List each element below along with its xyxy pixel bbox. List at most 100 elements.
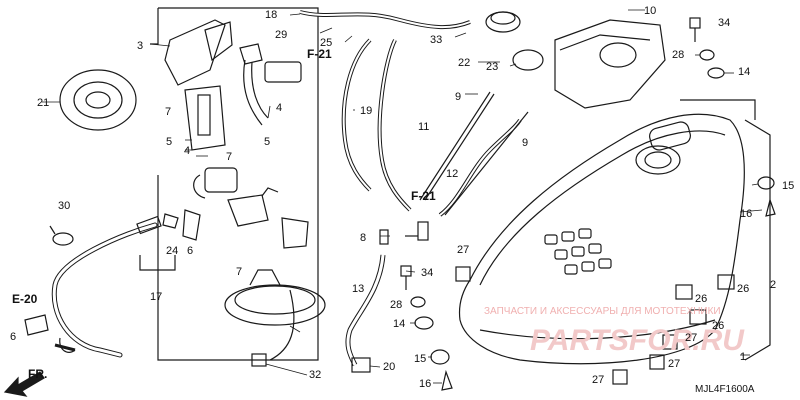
callout-33: 33 — [430, 34, 442, 46]
callout-34a: 34 — [718, 17, 730, 29]
damper-15-right — [757, 176, 775, 190]
hose-13 — [345, 254, 386, 367]
bracket-1 — [680, 99, 756, 120]
callout-7b: 7 — [226, 151, 232, 163]
callout-9a: 9 — [455, 91, 461, 103]
callout-28a: 28 — [672, 49, 684, 61]
callout-9b: 9 — [522, 137, 528, 149]
fuel-pump-body — [184, 85, 226, 151]
grommet-14-top — [707, 67, 725, 79]
callout-27b: 27 — [685, 332, 697, 344]
callout-1: 1 — [740, 351, 746, 363]
callout-20: 20 — [383, 361, 395, 373]
callout-24: 24 — [166, 245, 178, 257]
callout-6a: 6 — [187, 245, 193, 257]
callout-15a: 15 — [782, 180, 794, 192]
fuel-feed-hose — [51, 215, 162, 358]
tank-cover-10 — [554, 19, 666, 109]
callout-4a: 4 — [276, 102, 282, 114]
callout-15b: 15 — [414, 353, 426, 365]
callout-16a: 16 — [740, 208, 752, 220]
callout-22: 22 — [458, 57, 470, 69]
grommet-14-mid — [414, 316, 434, 330]
ref-f21-top: F-21 — [307, 47, 332, 61]
callout-19: 19 — [360, 105, 372, 117]
breather-hose-19 — [341, 38, 372, 192]
watermark-logo: PARTSFOR.RU — [530, 324, 745, 357]
pad-26c — [689, 309, 707, 325]
watermark-line1: ЗАПЧАСТИ И АКСЕССУАРЫ ДЛЯ МОТОТЕХНИКИ — [484, 306, 721, 317]
pump-base-plate — [224, 269, 326, 361]
callout-34b: 34 — [421, 267, 433, 279]
ref-fr: FR. — [28, 367, 47, 381]
callout-27a: 27 — [457, 244, 469, 256]
callout-5a: 5 — [166, 136, 172, 148]
callout-3: 3 — [137, 40, 143, 52]
bracket-2 — [744, 119, 771, 361]
callout-16b: 16 — [419, 378, 431, 390]
pump-bracket — [164, 19, 233, 86]
clamp-20 — [351, 357, 371, 373]
callout-21: 21 — [37, 97, 49, 109]
diagram-code: MJL4F1600A — [695, 384, 755, 395]
callout-26c: 26 — [712, 320, 724, 332]
leader-lines — [42, 9, 763, 384]
fuel-level-sensor — [239, 43, 302, 126]
callout-26b: 26 — [695, 293, 707, 305]
bolt-34-top — [689, 17, 701, 42]
tube-9b — [444, 111, 529, 216]
callout-8: 8 — [360, 232, 366, 244]
callout-14b: 14 — [393, 318, 405, 330]
callout-11: 11 — [418, 121, 429, 133]
callout-13: 13 — [352, 283, 364, 295]
fuel-cap — [485, 11, 544, 71]
hose-11 — [377, 39, 412, 212]
callout-32: 32 — [309, 369, 321, 381]
ref-f21-mid: F-21 — [411, 189, 436, 203]
callout-5b: 5 — [264, 136, 270, 148]
callout-2: 2 — [770, 279, 776, 291]
front-arrow — [3, 371, 45, 397]
pin-16-right — [765, 197, 776, 217]
breather-hose-18 — [299, 10, 471, 30]
callout-30: 30 — [58, 200, 70, 212]
bolt-34-mid — [400, 265, 412, 290]
fuel-tank — [458, 113, 745, 365]
callout-17: 17 — [150, 291, 162, 303]
callout-27c: 27 — [668, 358, 680, 370]
fuel-pump-motor — [193, 167, 238, 199]
callout-26a: 26 — [737, 283, 749, 295]
bracket-6 — [182, 209, 201, 241]
connector-32 — [251, 353, 267, 367]
clip-27b — [662, 334, 678, 350]
tube-9a — [419, 91, 491, 201]
hose-12 — [438, 118, 522, 217]
pad-26a — [717, 274, 735, 290]
clip-24 — [162, 213, 179, 229]
callout-23: 23 — [486, 61, 498, 73]
clip-27c — [649, 354, 665, 370]
callout-7c: 7 — [236, 266, 242, 278]
callout-29: 29 — [275, 29, 287, 41]
callout-7a: 7 — [165, 106, 171, 118]
washer-28-top — [699, 49, 715, 61]
callout-12: 12 — [446, 168, 458, 180]
callout-27d: 27 — [592, 374, 604, 386]
ref-e20: E-20 — [12, 292, 38, 306]
callout-28b: 28 — [390, 299, 402, 311]
clip-27a — [455, 266, 471, 282]
callout-25: 25 — [320, 37, 332, 49]
pad-26b — [675, 284, 693, 300]
callout-6b: 6 — [10, 331, 16, 343]
part-6-e20 — [24, 314, 49, 336]
callout-10: 10 — [644, 5, 656, 17]
t-joint-8 — [379, 221, 429, 245]
washer-28-mid — [410, 296, 426, 308]
damper-15-bottom — [430, 349, 450, 365]
pump-strainer-cover — [59, 69, 137, 131]
bracket-17 — [139, 255, 176, 271]
callout-numbers: 1 2 3 4 4 5 5 6 6 7 7 7 8 9 9 10 11 12 1… — [10, 5, 794, 390]
clip-27d — [612, 369, 628, 385]
callout-14a: 14 — [738, 66, 750, 78]
callout-4b: 4 — [184, 145, 190, 157]
